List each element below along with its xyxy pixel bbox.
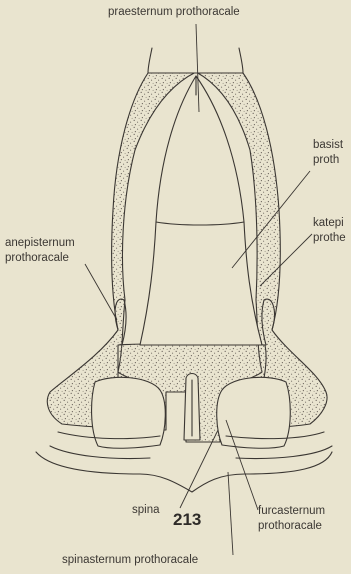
label-basisternum-line2: proth xyxy=(313,153,339,167)
label-furcasternum-line1: furcasternum xyxy=(258,504,325,518)
lower-rim xyxy=(36,452,332,492)
label-anepisternum-line1: anepisternum xyxy=(5,236,75,250)
figure-number: 213 xyxy=(173,510,201,530)
label-katepisternum-line2: prothe xyxy=(313,231,346,245)
label-katepisternum-line1: katepi xyxy=(313,216,344,230)
label-basisternum-line1: basist xyxy=(313,138,343,152)
left-furca-lobe xyxy=(92,377,166,448)
label-spina: spina xyxy=(132,503,160,517)
label-spinasternum: spinasternum prothoracale xyxy=(62,553,198,567)
praesternum-neck xyxy=(148,48,243,73)
label-praesternum: praesternum prothoracale xyxy=(108,5,240,19)
label-furcasternum-line2: prothoracale xyxy=(258,519,322,533)
right-furca-lobe xyxy=(217,377,291,448)
label-anepisternum-line2: prothoracale xyxy=(5,251,69,265)
